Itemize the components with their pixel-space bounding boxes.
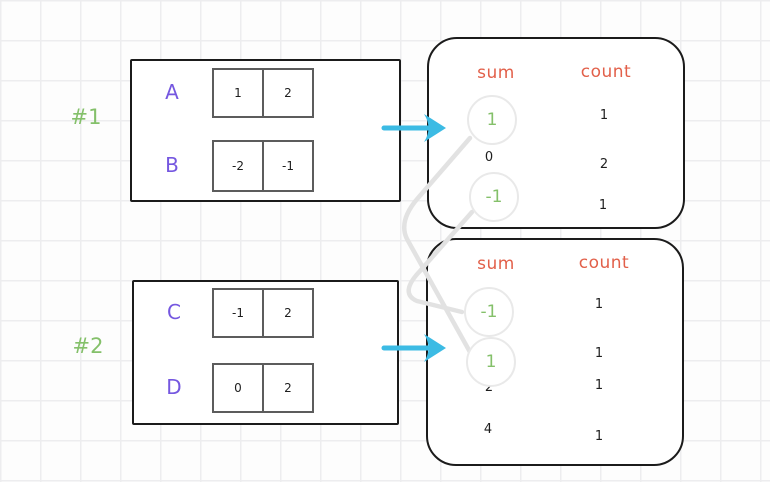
group1-label: #1 <box>70 105 102 129</box>
result2-count-header: count <box>578 253 630 273</box>
array-a-name: A <box>165 80 179 104</box>
array-d-name: D <box>166 375 182 399</box>
result1-sum-row1: 0 <box>484 150 494 165</box>
result2-count-row3: 1 <box>594 429 604 444</box>
array-d-cells: 0 2 <box>212 363 314 413</box>
array-b-cell-1: -1 <box>262 142 312 190</box>
result2-count-row0: 1 <box>594 297 604 312</box>
group2-label: #2 <box>72 334 104 358</box>
result1-count-row0: 1 <box>599 108 609 123</box>
result2-sum-row0: -1 <box>480 302 498 322</box>
result2-sum-row3: 4 <box>483 422 493 437</box>
array-a-cells: 1 2 <box>212 68 314 118</box>
result2-count-row2: 1 <box>594 378 604 393</box>
array-c-name: C <box>167 300 181 324</box>
result1-sum-header: sum <box>477 63 515 83</box>
array-a-cell-0: 1 <box>234 86 242 100</box>
array-b-cell-0: -2 <box>232 159 244 173</box>
array-d-cell-1: 2 <box>262 365 312 411</box>
result2-sum-row2: 2 <box>484 380 494 395</box>
array-a-cell-1: 2 <box>262 70 312 116</box>
result1-sum-circle-row0: 1 <box>467 95 517 145</box>
result1-count-header: count <box>580 62 632 82</box>
array-c-cells: -1 2 <box>212 288 314 338</box>
result1-count-row1: 2 <box>599 157 609 172</box>
result1-sum-circle-row2: -1 <box>469 172 519 222</box>
result1-sum-row0: 1 <box>486 110 498 130</box>
array-d-cell-0: 0 <box>234 381 242 395</box>
result2-sum-circle-row0: -1 <box>464 287 514 337</box>
array-b-cells: -2 -1 <box>212 140 314 192</box>
result1-sum-row2: -1 <box>485 187 503 207</box>
result1-count-row2: 1 <box>598 198 608 213</box>
array-c-cell-0: -1 <box>232 306 244 320</box>
array-b-name: B <box>165 153 179 177</box>
array-c-cell-1: 2 <box>262 290 312 336</box>
result2-sum-circle-row1: 1 <box>466 337 516 387</box>
result2-sum-header: sum <box>477 254 515 274</box>
result2-count-row1: 1 <box>594 346 604 361</box>
result2-sum-row1: 1 <box>485 352 497 372</box>
